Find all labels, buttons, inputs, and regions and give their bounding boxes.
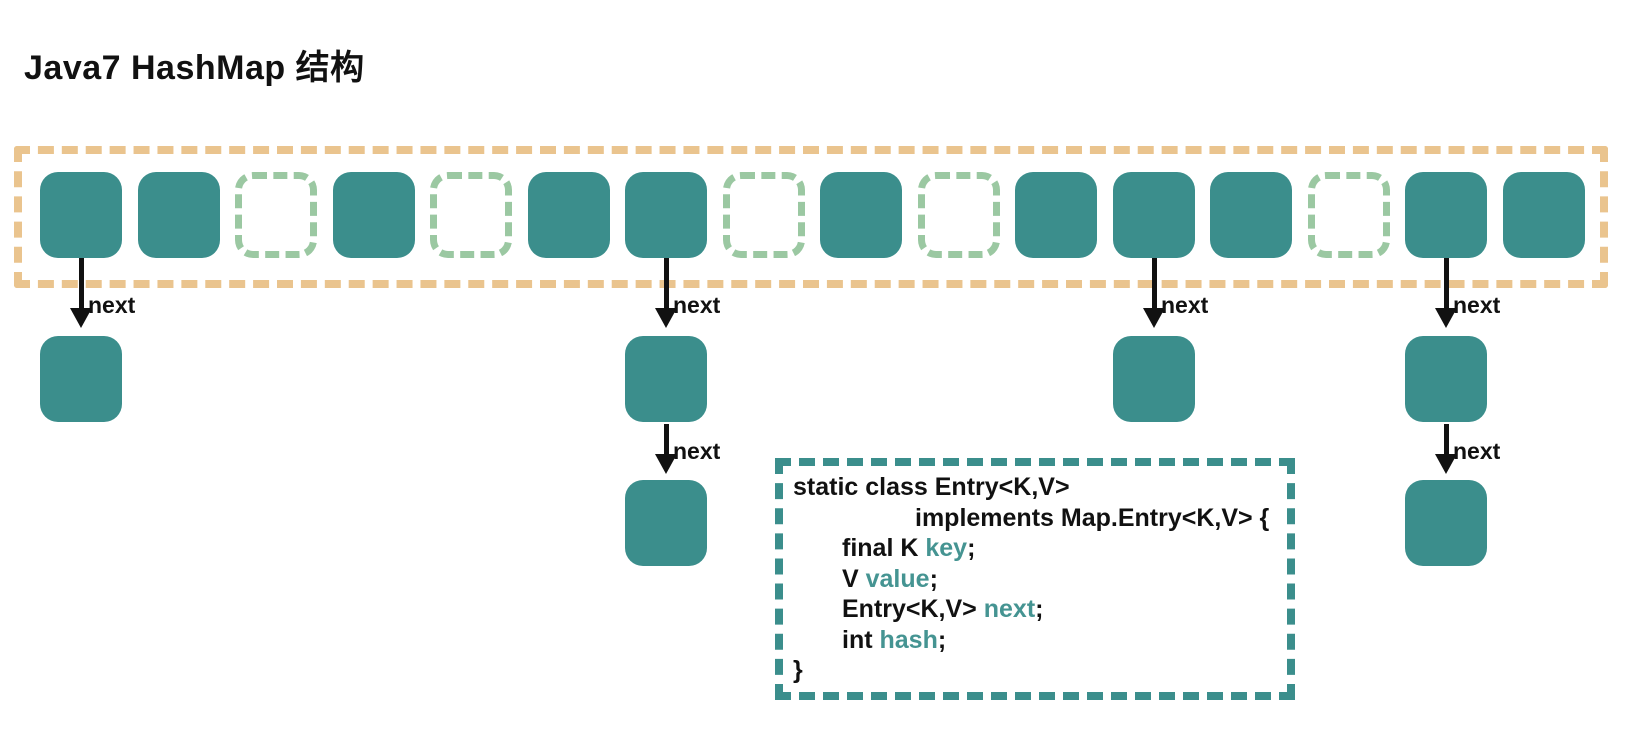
- bucket-slot-filled: [138, 172, 220, 258]
- entry-node: [625, 336, 707, 422]
- code-line: }: [793, 655, 1279, 686]
- bucket-slot-filled: [1210, 172, 1292, 258]
- code-line: static class Entry<K,V>: [793, 472, 1279, 503]
- next-arrow-shaft: [1443, 424, 1449, 455]
- next-label: next: [1161, 292, 1209, 318]
- code-token: V: [842, 564, 866, 593]
- bucket-slot-empty: [1308, 172, 1390, 258]
- bucket-slot-empty: [430, 172, 512, 258]
- code-token: ;: [1035, 595, 1044, 623]
- code-token: static class Entry<K,V>: [793, 473, 1070, 501]
- next-arrow-shaft: [78, 256, 84, 309]
- entry-node: [625, 480, 707, 566]
- bucket-slot-filled: [528, 172, 610, 258]
- code-line: final K key;: [793, 533, 1279, 564]
- entry-node: [40, 336, 122, 422]
- next-arrow-head: [1435, 308, 1457, 328]
- next-arrow-shaft: [1443, 256, 1449, 309]
- code-token: Entry<K,V>: [842, 595, 984, 623]
- next-label: next: [673, 438, 721, 464]
- bucket-slot-filled: [1503, 172, 1585, 258]
- next-arrow-head: [1435, 454, 1457, 474]
- next-arrow-head: [1143, 308, 1165, 328]
- code-line: int hash;: [793, 625, 1279, 656]
- bucket-slot-filled: [820, 172, 902, 258]
- next-arrow-head: [655, 308, 677, 328]
- bucket-slot-empty: [723, 172, 805, 258]
- code-token: int: [842, 625, 880, 654]
- bucket-array-container: [14, 146, 1608, 288]
- bucket-slot-filled: [625, 172, 707, 258]
- next-label: next: [1453, 292, 1501, 318]
- next-label: next: [673, 292, 721, 318]
- bucket-slot-filled: [1113, 172, 1195, 258]
- code-token: key: [925, 534, 968, 562]
- bucket-slot-empty: [918, 172, 1000, 258]
- code-token: ;: [937, 625, 947, 654]
- next-arrow-head: [70, 308, 92, 328]
- code-line: implements Map.Entry<K,V> {: [793, 503, 1279, 534]
- next-arrow-head: [655, 454, 677, 474]
- code-line: Entry<K,V> next;: [793, 594, 1279, 625]
- entry-class-code-box: static class Entry<K,V>implements Map.En…: [775, 458, 1295, 700]
- code-token: implements Map.Entry<K,V> {: [915, 503, 1270, 532]
- entry-node: [1113, 336, 1195, 422]
- next-label: next: [88, 292, 136, 318]
- entry-node: [1405, 336, 1487, 422]
- code-token: value: [865, 564, 930, 593]
- code-token: ;: [929, 564, 938, 593]
- code-token: hash: [879, 625, 938, 654]
- code-token: ;: [967, 534, 976, 562]
- bucket-slot-empty: [235, 172, 317, 258]
- next-label: next: [1453, 438, 1501, 464]
- next-arrow-shaft: [1151, 256, 1157, 309]
- code-token: }: [793, 656, 803, 684]
- bucket-slot-filled: [1015, 172, 1097, 258]
- code-line: V value;: [793, 564, 1279, 595]
- entry-node: [1405, 480, 1487, 566]
- code-token: final K: [842, 534, 926, 562]
- bucket-slot-filled: [1405, 172, 1487, 258]
- next-arrow-shaft: [663, 424, 669, 455]
- bucket-slot-filled: [333, 172, 415, 258]
- code-token: next: [983, 595, 1036, 623]
- diagram-title: Java7 HashMap 结构: [24, 49, 365, 87]
- next-arrow-shaft: [663, 256, 669, 309]
- bucket-slot-filled: [40, 172, 122, 258]
